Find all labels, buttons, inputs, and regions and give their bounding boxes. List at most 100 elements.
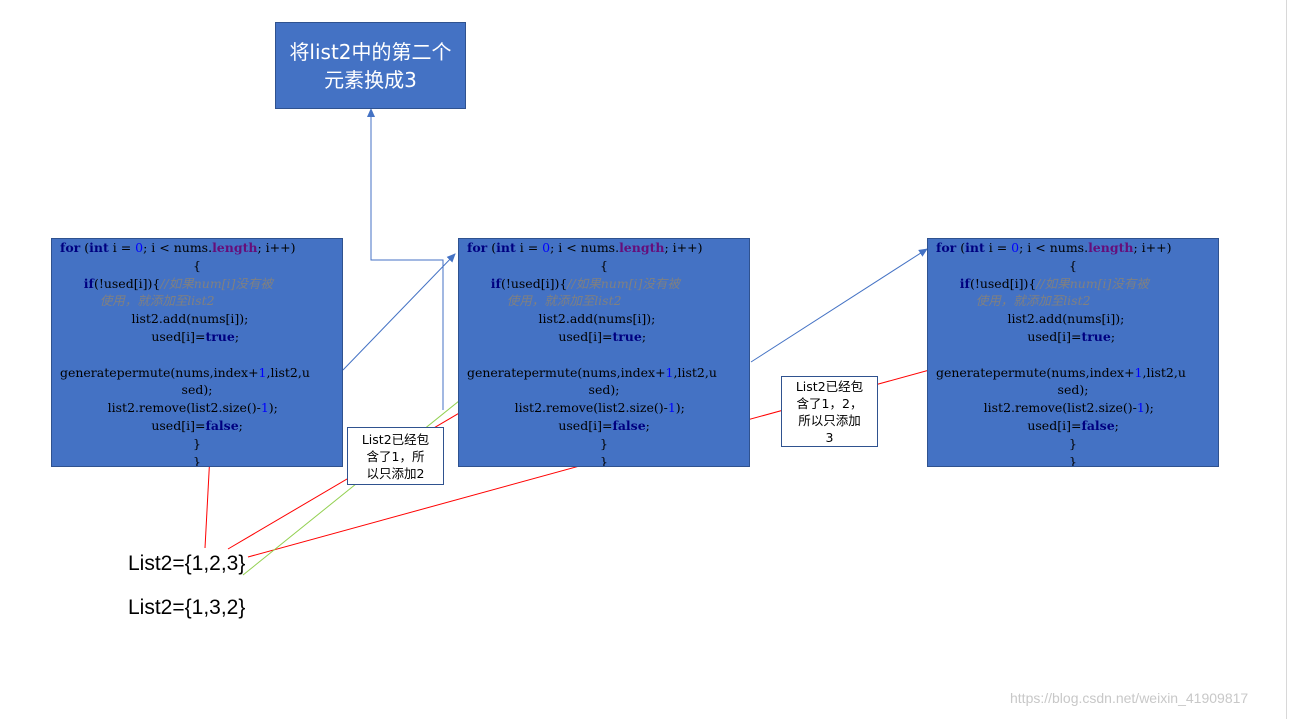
- code-line: used[i]=false;: [459, 417, 749, 435]
- code-line: 使用，就添加至list2: [459, 292, 749, 310]
- code-token: );: [675, 400, 685, 416]
- code-token: generatepermute(nums,index+: [466, 364, 666, 380]
- code-token: sed);: [588, 382, 620, 398]
- code-token: int: [89, 240, 109, 255]
- code-token: list2.remove(list2.size()-: [983, 400, 1137, 416]
- code-token: used[i]=: [558, 328, 613, 344]
- code-line: }: [928, 453, 1218, 467]
- code-token: {: [193, 257, 201, 273]
- code-token: false: [205, 417, 239, 433]
- code-token: for: [935, 240, 957, 255]
- code-token: list2.add(nums[i]);: [538, 311, 656, 327]
- code-token: ; i++): [664, 240, 703, 255]
- code-token: [459, 347, 463, 362]
- code-line: 使用，就添加至list2: [928, 292, 1218, 310]
- code-token: );: [268, 400, 278, 416]
- code-token: ,list2,u: [673, 364, 717, 380]
- note-line: 3: [825, 429, 834, 445]
- code-token: 1: [260, 400, 269, 416]
- code-token: (!used[i]){: [500, 275, 568, 291]
- code-line: for (int i = 0; i < nums.length; i++): [459, 239, 749, 257]
- code-token: 0: [135, 240, 144, 255]
- code-token: }: [1069, 435, 1077, 451]
- code-token: ;: [238, 417, 243, 433]
- watermark: https://blog.csdn.net/weixin_41909817: [1010, 690, 1249, 706]
- code-token: true: [612, 328, 642, 344]
- code-token: int: [496, 240, 516, 255]
- code-token: ;: [234, 328, 240, 344]
- code-token: list2.add(nums[i]);: [1007, 311, 1125, 327]
- code-token: if: [959, 275, 970, 291]
- code-token: {: [600, 257, 608, 273]
- code-line: [928, 346, 1218, 364]
- code-token: ;: [641, 328, 647, 344]
- result-1: List2={1,2,3}: [128, 552, 246, 575]
- code-token: }: [1069, 453, 1077, 467]
- code-token: [52, 347, 56, 362]
- code-line: {: [459, 257, 749, 275]
- code-token: false: [612, 417, 646, 433]
- code-token: used[i]=: [151, 328, 206, 344]
- code-token: (: [956, 240, 966, 255]
- code-token: for: [59, 240, 81, 255]
- code-token: i =: [984, 240, 1012, 255]
- code-line: list2.remove(list2.size()-1);: [459, 399, 749, 417]
- arrow-box1-to-box2: [342, 253, 456, 371]
- code-box-2: for (int i = 0; i < nums.length; i++){ i…: [458, 238, 750, 467]
- code-token: 1: [1136, 400, 1145, 416]
- code-token: ; i < nums.: [550, 240, 620, 255]
- code-token: ; i++): [257, 240, 296, 255]
- code-line: used[i]=true;: [459, 328, 749, 346]
- page-edge-rule: [1286, 0, 1287, 719]
- code-line: used[i]=true;: [52, 328, 342, 346]
- code-token: }: [193, 435, 201, 451]
- code-token: generatepermute(nums,index+: [935, 364, 1135, 380]
- code-token: list2.add(nums[i]);: [131, 311, 249, 327]
- code-token: used[i]=: [1027, 417, 1082, 433]
- code-token: ;: [645, 417, 650, 433]
- code-token: 0: [1011, 240, 1020, 255]
- code-token: {: [1069, 257, 1077, 273]
- code-box-1: for (int i = 0; i < nums.length; i++){ i…: [51, 238, 343, 467]
- code-token: i =: [515, 240, 543, 255]
- code-token: false: [1081, 417, 1115, 433]
- code-token: (!used[i]){: [969, 275, 1037, 291]
- code-line: list2.add(nums[i]);: [459, 310, 749, 328]
- code-token: int: [965, 240, 985, 255]
- note-box-1: List2已经包 含了1，所 以只添加2: [347, 427, 444, 485]
- code-line: list2.add(nums[i]);: [928, 310, 1218, 328]
- code-line: 使用，就添加至list2: [52, 292, 342, 310]
- code-token: }: [193, 453, 201, 467]
- code-line: for (int i = 0; i < nums.length; i++): [928, 239, 1218, 257]
- code-token: 1: [667, 400, 676, 416]
- code-token: if: [490, 275, 501, 291]
- code-token: list2.remove(list2.size()-: [514, 400, 668, 416]
- code-token: ;: [1114, 417, 1119, 433]
- code-line: {: [52, 257, 342, 275]
- note-line: List2已经包: [361, 431, 430, 447]
- code-line: }: [52, 453, 342, 467]
- code-token: ,list2,u: [1142, 364, 1186, 380]
- note-line: 以只添加2: [366, 465, 425, 481]
- note-line: 所以只添加: [798, 412, 861, 428]
- code-token: //如果num[i]没有被: [1036, 275, 1149, 291]
- code-line: used[i]=true;: [928, 328, 1218, 346]
- code-token: ; i < nums.: [143, 240, 213, 255]
- code-token: for: [466, 240, 488, 255]
- code-token: ;: [1110, 328, 1116, 344]
- code-token: 1: [665, 364, 674, 380]
- code-token: sed);: [1057, 382, 1089, 398]
- code-token: true: [205, 328, 235, 344]
- code-line: }: [52, 435, 342, 453]
- code-token: }: [600, 453, 608, 467]
- code-line: list2.add(nums[i]);: [52, 310, 342, 328]
- code-line: if(!used[i]){//如果num[i]没有被: [459, 275, 749, 293]
- code-token: ; i++): [1133, 240, 1172, 255]
- code-token: 1: [258, 364, 267, 380]
- arrow-box2-to-box3: [750, 248, 928, 363]
- code-token: ,list2,u: [266, 364, 310, 380]
- code-token: (: [80, 240, 90, 255]
- code-token: length: [1088, 240, 1134, 255]
- code-line: generatepermute(nums,index+1,list2,u: [52, 364, 342, 382]
- code-token: i =: [108, 240, 136, 255]
